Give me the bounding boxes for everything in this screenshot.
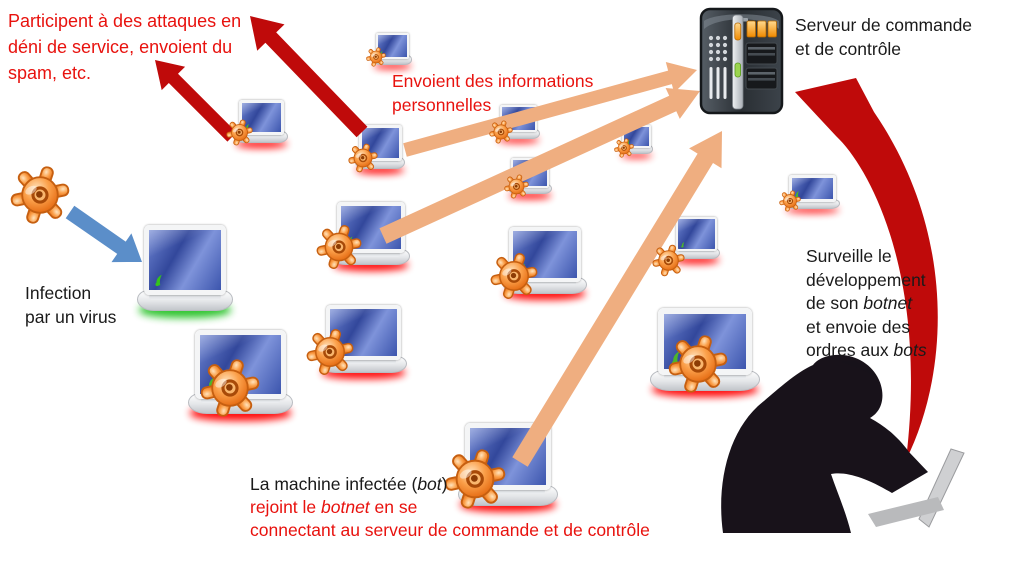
label-join-botnet: La machine infectée (bot)rejoint le botn… [250,474,650,540]
virus-gear-icon [306,328,354,376]
virus-gear-icon [652,244,685,277]
laptop-screen [375,33,410,59]
virus-gear-icon [10,165,70,225]
virus-gear-icon [668,334,728,394]
laptop-screen [143,225,227,296]
laptop-glow [236,139,287,148]
laptop-icon [373,33,412,69]
laptop-screen [326,305,401,361]
laptop-glow [333,259,409,271]
virus-gear-icon [316,224,362,270]
virus-gear-icon [226,119,253,146]
virus-gear-icon [490,252,538,300]
virus-gear-icon [614,138,634,158]
screen-logo-icon [155,274,162,287]
virus-gear-icon [779,190,801,212]
laptop-glow [373,63,412,69]
virus-gear-icon [366,47,386,67]
virus-gear-icon [489,120,513,144]
infection-arrow [65,205,142,263]
virus-gear-icon [504,174,529,199]
server-icon [699,7,784,115]
virus-gear-icon [348,143,378,173]
laptop-icon [137,225,233,318]
virus-gear-icon [200,358,260,418]
